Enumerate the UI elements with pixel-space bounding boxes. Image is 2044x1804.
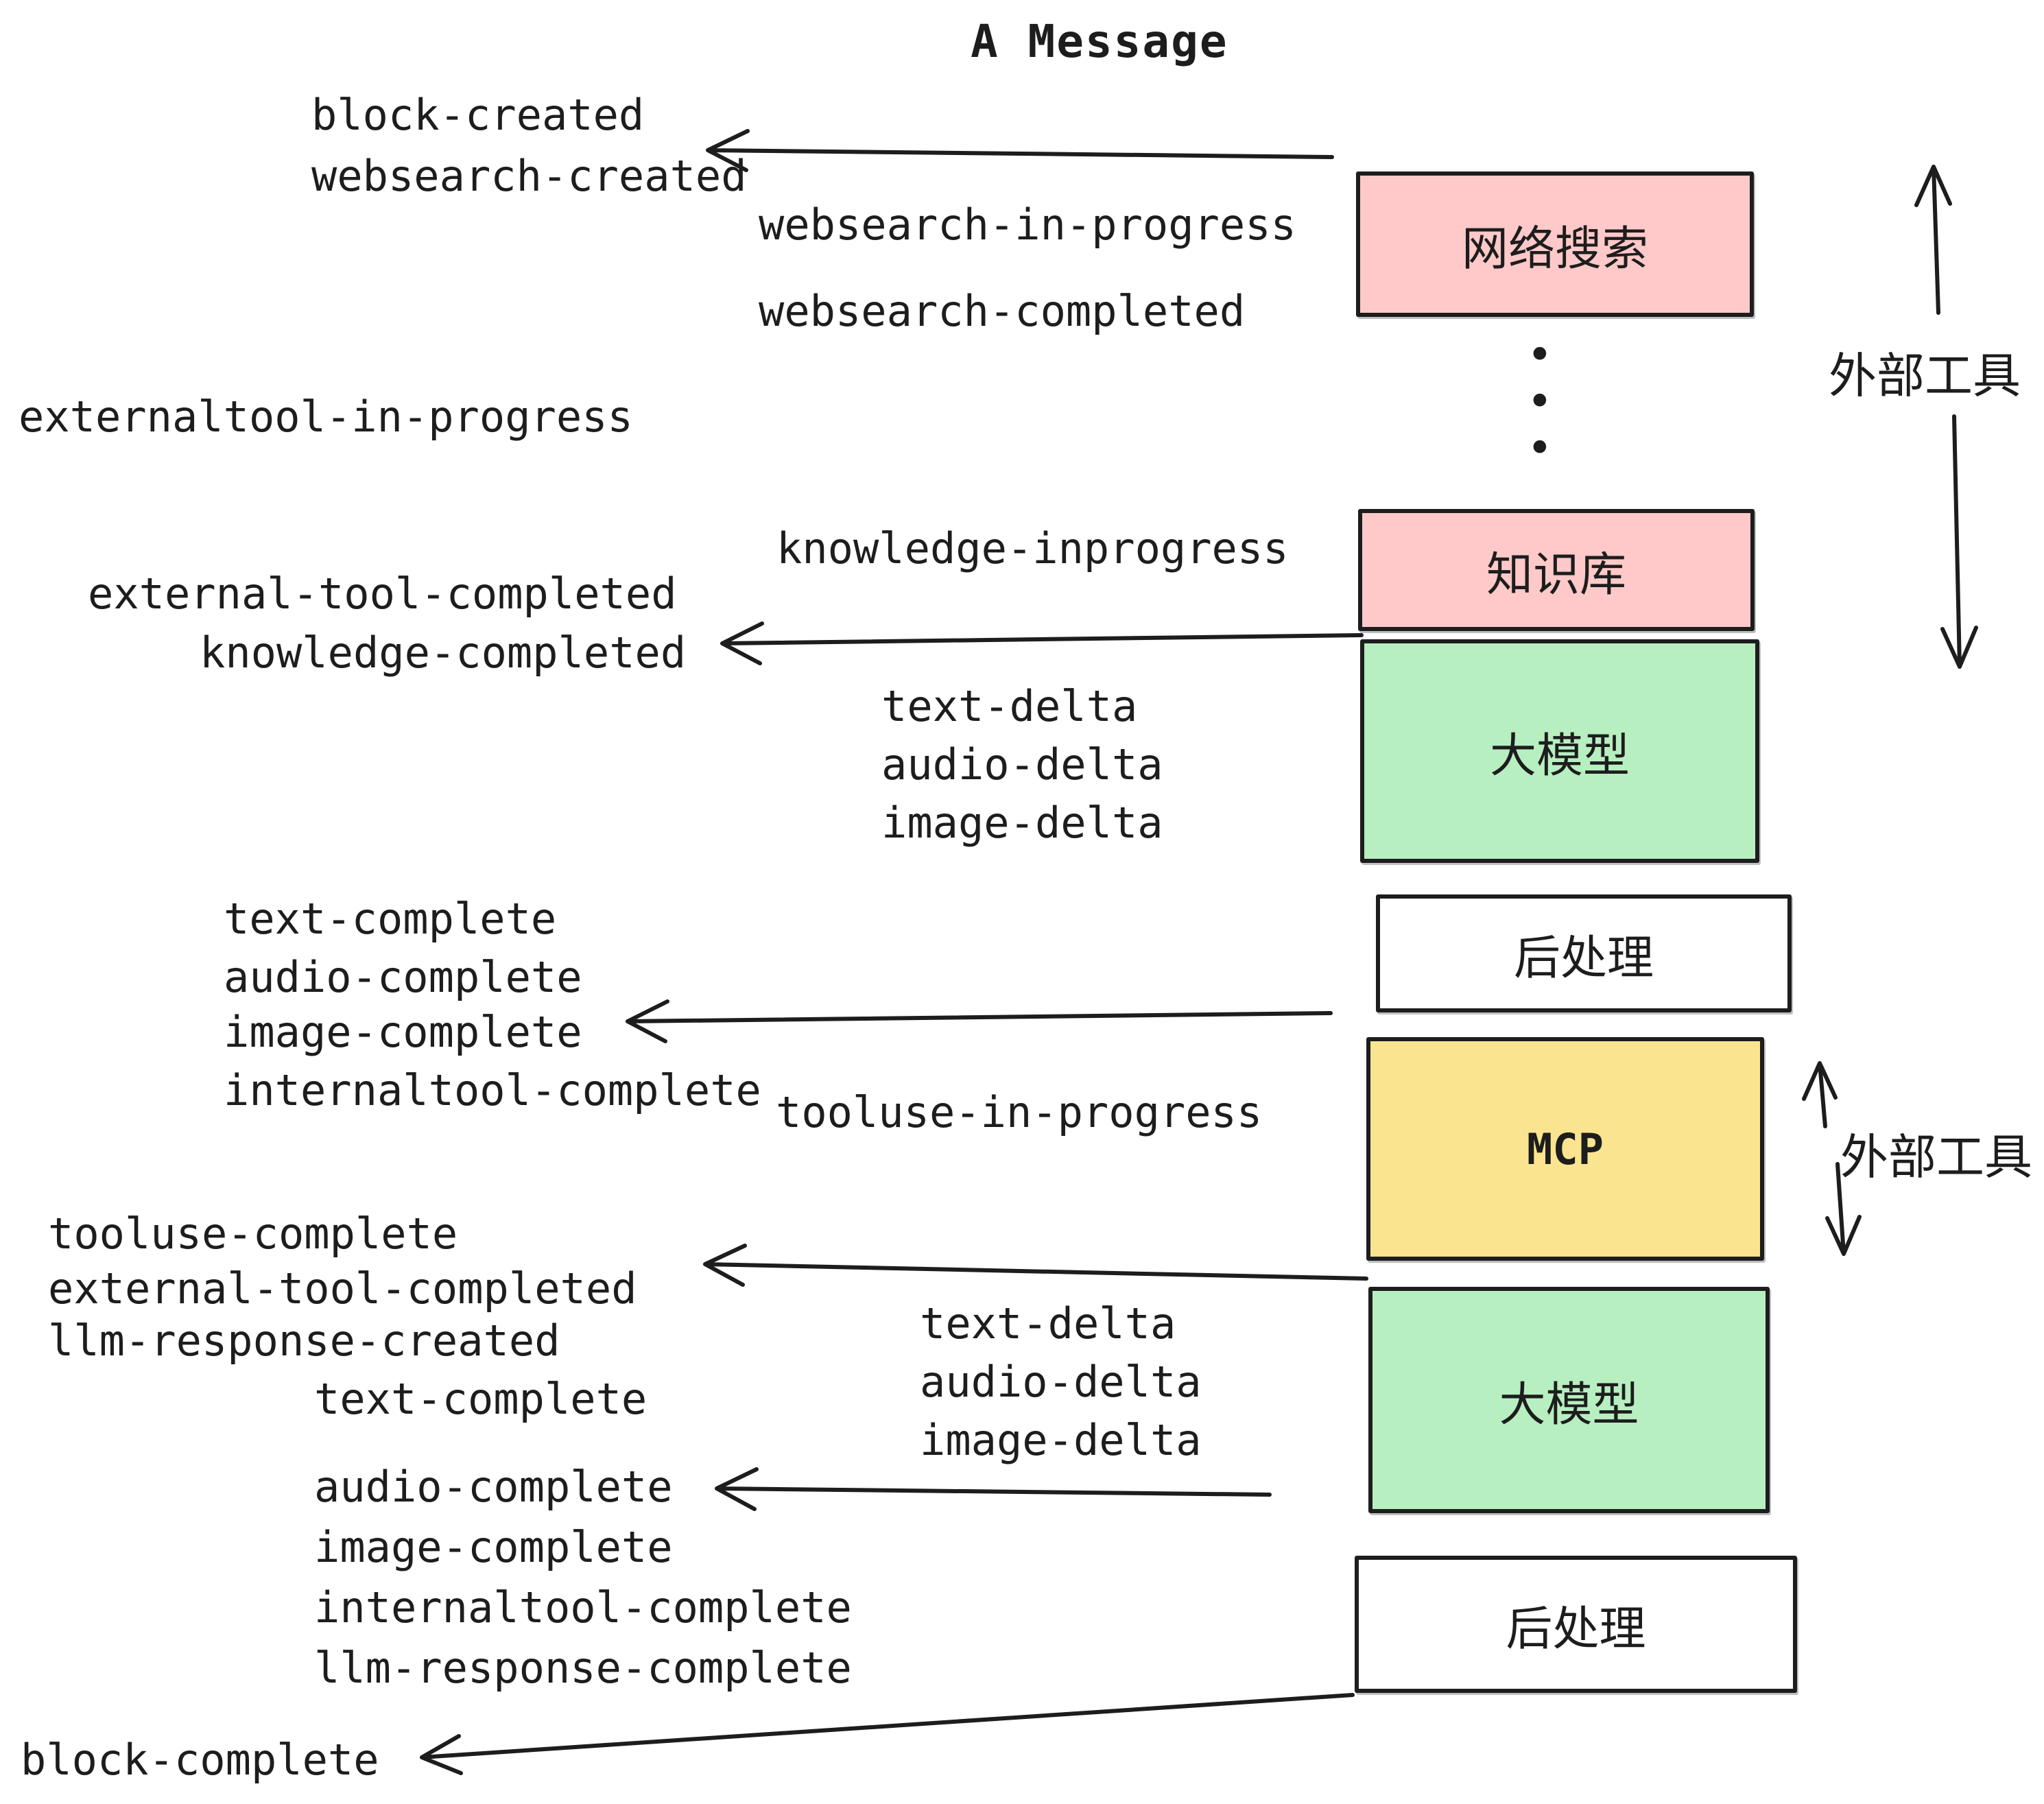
ellipsis-dot: • <box>1527 423 1553 474</box>
event-llm-response-created: llm-response-created <box>48 1316 560 1366</box>
event-knowledge-inprogress: knowledge-inprogress <box>776 523 1289 573</box>
ellipsis-dots: • • • <box>1527 332 1553 472</box>
diagram-title: A Message <box>971 15 1228 68</box>
knowledge-completed-arrow <box>720 621 1364 665</box>
mcp-external-tools-up-arrow <box>1802 1061 1838 1128</box>
event-image-complete-1: image-complete <box>224 1007 582 1057</box>
ellipsis-dot: • <box>1527 377 1553 427</box>
llm-box-2-label: 大模型 <box>1499 1377 1639 1432</box>
postprocess-box-1-label: 后处理 <box>1513 931 1654 986</box>
event-llm-response-complete: llm-response-complete <box>314 1643 852 1693</box>
event-tooluse-in-progress: tooluse-in-progress <box>776 1087 1263 1137</box>
internaltool-complete-arrow <box>626 999 1333 1043</box>
external-tools-label-top: 外部工具 <box>1829 348 2021 404</box>
external-tools-label-mcp: 外部工具 <box>1840 1129 2032 1185</box>
event-websearch-created: websearch-created <box>311 151 747 201</box>
websearch-created-arrow <box>706 129 1334 172</box>
llm-box-1: 大模型 <box>1360 639 1759 863</box>
event-tooluse-complete: tooluse-complete <box>48 1209 458 1259</box>
ellipsis-dot: • <box>1527 330 1553 381</box>
postprocess-box-1: 后处理 <box>1376 894 1792 1012</box>
mcp-external-tools-down-arrow <box>1825 1162 1862 1256</box>
event-external-tool-completed-1: external-tool-completed <box>88 569 677 619</box>
event-audio-complete-2: audio-complete <box>314 1462 673 1512</box>
event-audio-delta-2: audio-delta <box>920 1357 1202 1407</box>
event-externaltool-in-progress: externaltool-in-progress <box>19 392 633 442</box>
event-knowledge-completed: knowledge-completed <box>200 628 687 678</box>
tooluse-complete-arrow <box>703 1244 1368 1287</box>
block-complete-arrow <box>420 1693 1355 1775</box>
event-audio-complete-1: audio-complete <box>224 952 582 1002</box>
llm-box-2: 大模型 <box>1368 1287 1770 1513</box>
knowledge-base-box: 知识库 <box>1358 509 1755 631</box>
event-text-delta-2: text-delta <box>920 1298 1176 1349</box>
websearch-box-label: 网络搜索 <box>1461 222 1648 276</box>
postprocess-box-2: 后处理 <box>1355 1556 1797 1693</box>
mcp-box-label: MCP <box>1527 1124 1604 1174</box>
event-image-complete-2: image-complete <box>314 1522 673 1572</box>
audio-complete-arrow <box>715 1467 1272 1511</box>
event-text-complete-2: text-complete <box>314 1374 647 1424</box>
llm-box-1-label: 大模型 <box>1489 728 1630 783</box>
event-text-delta-1: text-delta <box>881 681 1138 731</box>
event-external-tool-completed-2: external-tool-completed <box>48 1263 637 1314</box>
postprocess-box-2-label: 后处理 <box>1506 1602 1646 1657</box>
event-image-delta-2: image-delta <box>920 1415 1202 1465</box>
mcp-box: MCP <box>1366 1037 1764 1261</box>
event-block-created: block-created <box>311 90 645 140</box>
event-internaltool-complete-1: internaltool-complete <box>224 1065 761 1115</box>
knowledge-base-box-label: 知识库 <box>1486 547 1626 602</box>
external-tools-down-arrow <box>1940 414 1978 669</box>
event-audio-delta-1: audio-delta <box>881 739 1163 790</box>
event-websearch-completed: websearch-completed <box>759 286 1246 336</box>
event-internaltool-complete-2: internaltool-complete <box>314 1582 852 1633</box>
event-image-delta-1: image-delta <box>881 798 1163 848</box>
websearch-box: 网络搜索 <box>1356 171 1754 317</box>
event-block-complete: block-complete <box>21 1735 379 1785</box>
external-tools-up-arrow <box>1914 165 1952 315</box>
event-text-complete-1: text-complete <box>224 894 557 944</box>
event-websearch-in-progress: websearch-in-progress <box>759 200 1296 250</box>
